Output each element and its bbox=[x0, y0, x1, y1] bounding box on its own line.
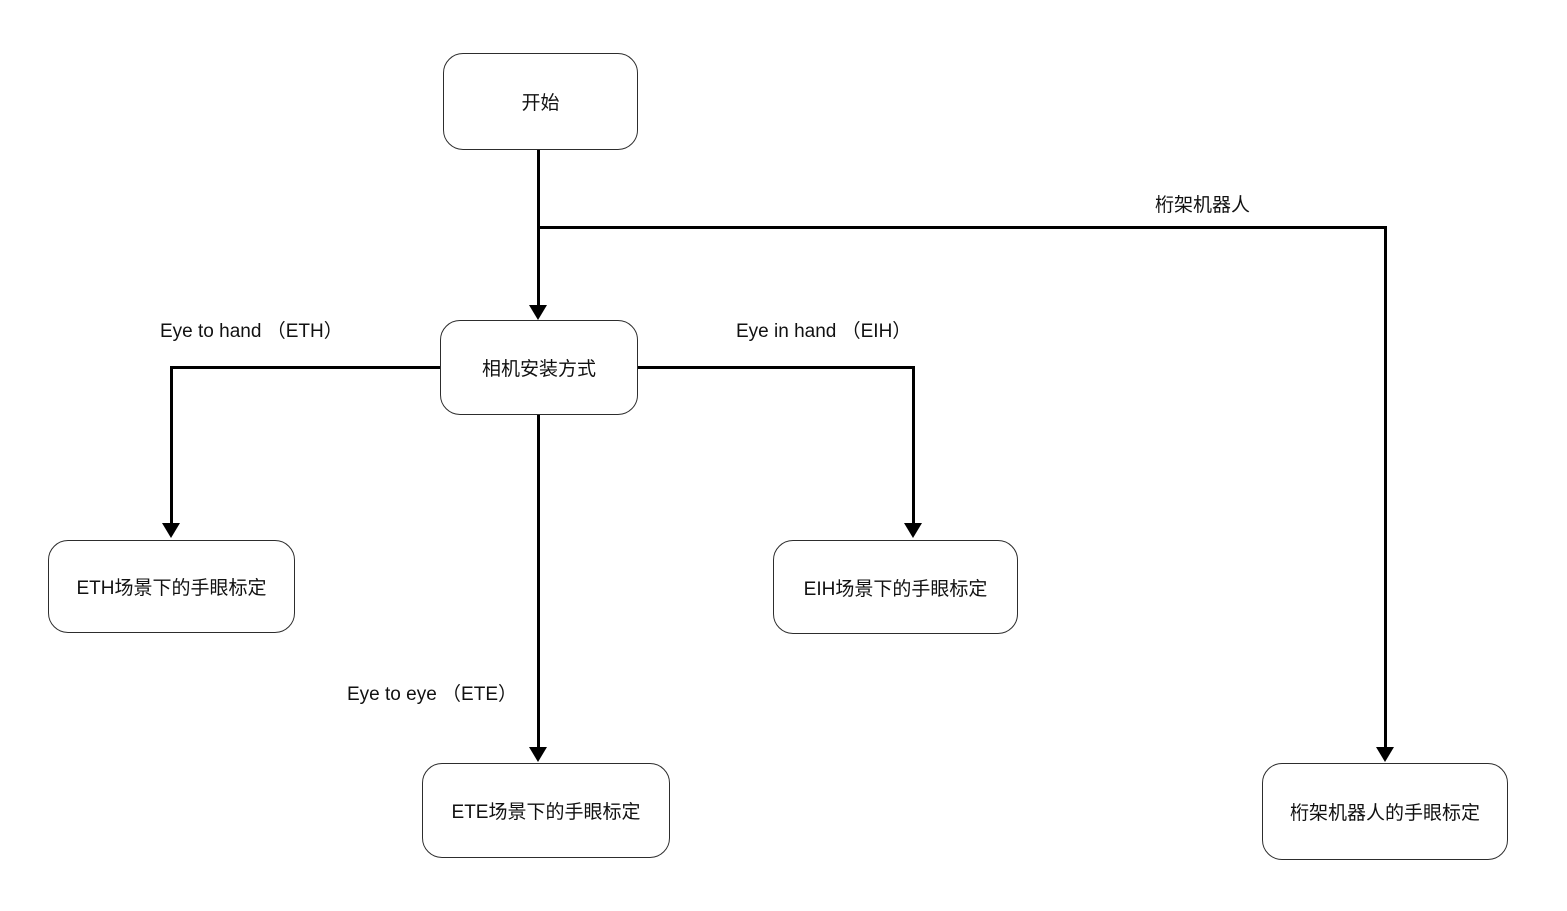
edge-truss-branch-horizontal-line bbox=[537, 226, 1386, 229]
edge-label-eye-to-eye: Eye to eye （ETE） bbox=[347, 684, 518, 705]
node-start: 开始 bbox=[443, 53, 638, 150]
arrowhead-into-camera-icon bbox=[529, 305, 547, 320]
edge-start-to-camera-line bbox=[537, 150, 540, 308]
node-camera-mount-method: 相机安装方式 bbox=[440, 320, 638, 415]
edge-label-eye-in-hand: Eye in hand （EIH） bbox=[736, 321, 912, 342]
node-eih-calibration: EIH场景下的手眼标定 bbox=[773, 540, 1018, 634]
edge-label-eye-to-hand: Eye to hand （ETH） bbox=[160, 321, 343, 342]
edge-camera-to-eth-horizontal-line bbox=[171, 366, 440, 369]
edge-truss-branch-vertical-line bbox=[1384, 226, 1387, 748]
node-ete-calibration: ETE场景下的手眼标定 bbox=[422, 763, 670, 858]
edge-label-truss-robot: 桁架机器人 bbox=[1155, 195, 1251, 216]
arrowhead-into-truss-icon bbox=[1376, 747, 1394, 762]
edge-camera-to-eih-vertical-line bbox=[912, 366, 915, 524]
arrowhead-into-eth-icon bbox=[162, 523, 180, 538]
edge-camera-to-eih-horizontal-line bbox=[638, 366, 915, 369]
node-eth-calibration: ETH场景下的手眼标定 bbox=[48, 540, 295, 633]
edge-camera-to-eth-vertical-line bbox=[170, 366, 173, 524]
edge-camera-to-ete-line bbox=[537, 415, 540, 748]
arrowhead-into-eih-icon bbox=[904, 523, 922, 538]
arrowhead-into-ete-icon bbox=[529, 747, 547, 762]
node-truss-calibration: 桁架机器人的手眼标定 bbox=[1262, 763, 1508, 860]
